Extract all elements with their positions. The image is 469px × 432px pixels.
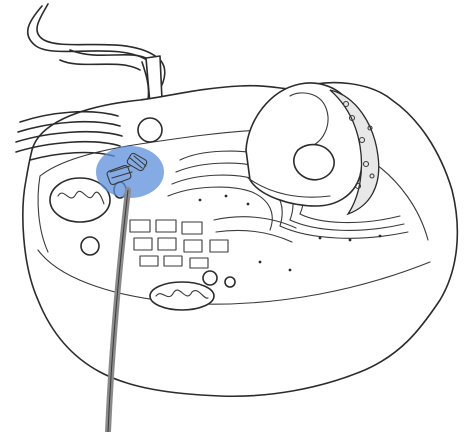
mitochondrion-lower	[150, 282, 214, 310]
flagellum-strands	[28, 4, 165, 104]
